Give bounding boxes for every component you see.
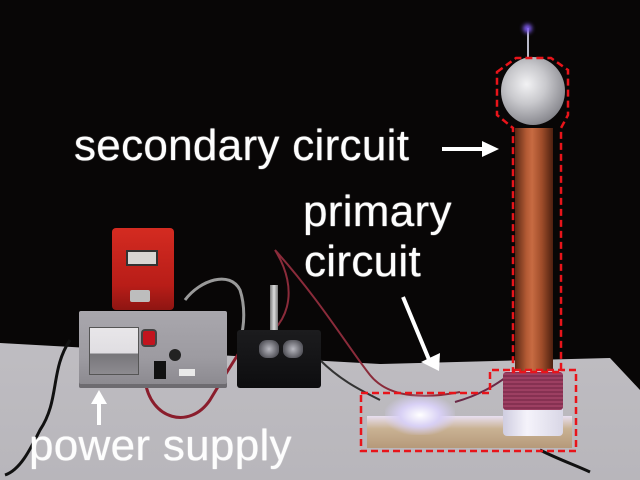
power-supply-unit: [79, 311, 227, 388]
power-switch: [143, 331, 155, 345]
psu-label-plate: [179, 369, 195, 376]
control-knob: [169, 349, 181, 361]
terminal: [283, 340, 303, 358]
terminal: [259, 340, 279, 358]
variac-transformer: [112, 228, 174, 310]
variac-plug: [130, 290, 150, 302]
secondary-coil: [515, 128, 553, 374]
primary-circuit-label-line2: circuit: [304, 237, 421, 286]
connector-post: [270, 285, 278, 330]
spark-gap-glow: [385, 395, 455, 435]
capacitor-box: [237, 330, 321, 388]
power-supply-label: power supply: [29, 421, 292, 470]
variac-dial-window: [126, 250, 158, 266]
primary-circuit-label-line1: primary: [303, 187, 452, 236]
secondary-circuit-label: secondary circuit: [74, 121, 410, 170]
analog-meter: [89, 327, 139, 375]
discharge-rod: [527, 28, 529, 60]
top-load-sphere: [501, 57, 565, 125]
primary-coil-winding: [503, 372, 563, 410]
output-socket: [154, 361, 166, 379]
spark-discharge: [523, 24, 532, 33]
